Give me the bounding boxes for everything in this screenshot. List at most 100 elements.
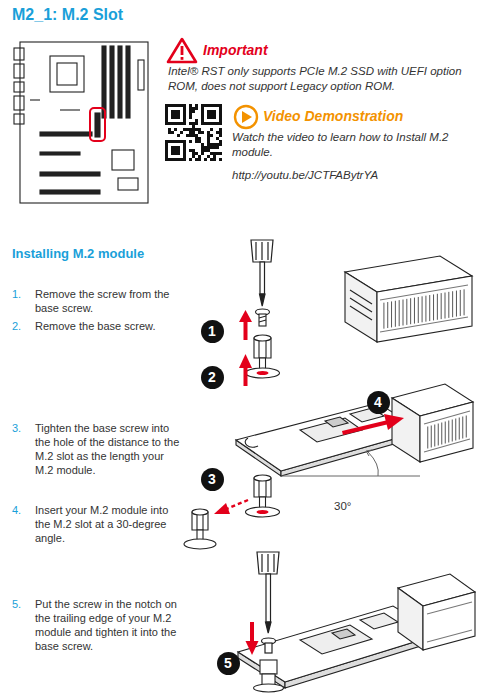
slot-pin <box>425 296 426 322</box>
red-arrow <box>246 622 259 655</box>
qr-module <box>201 122 204 125</box>
slot-pin <box>438 424 439 446</box>
qr-module <box>177 116 180 119</box>
qr-module <box>186 134 189 137</box>
page-title: M2_1: M.2 Slot <box>12 5 312 25</box>
callout-number: 2 <box>201 366 224 389</box>
qr-module <box>189 134 192 137</box>
qr-module <box>198 155 201 158</box>
qr-module <box>207 110 210 113</box>
qr-module <box>183 122 186 125</box>
qr-module <box>213 158 216 161</box>
step-number: 3. <box>12 421 32 435</box>
qr-module <box>219 143 222 146</box>
qr-module <box>180 158 183 161</box>
motherboard-thumbnail <box>14 42 148 203</box>
slot-pins <box>428 416 467 449</box>
qr-module <box>171 116 174 119</box>
qr-module <box>165 104 168 107</box>
qr-module <box>210 122 213 125</box>
qr-module <box>174 146 177 149</box>
qr-module <box>204 104 207 107</box>
callout-number: 3 <box>201 468 224 491</box>
qr-module <box>177 113 180 116</box>
qr-module <box>201 110 204 113</box>
qr-module <box>192 149 195 152</box>
qr-module <box>219 113 222 116</box>
qr-module <box>216 137 219 140</box>
qr-module <box>192 152 195 155</box>
qr-module <box>183 116 186 119</box>
qr-module <box>171 158 174 161</box>
qr-module <box>189 140 192 143</box>
qr-module <box>177 110 180 113</box>
qr-module <box>207 134 210 137</box>
qr-module <box>198 158 201 161</box>
slot-pin <box>464 289 465 315</box>
qr-module <box>213 146 216 149</box>
qr-module <box>207 122 210 125</box>
screwdriver <box>251 240 273 306</box>
qr-module <box>165 155 168 158</box>
qr-module <box>195 152 198 155</box>
base-screw <box>246 335 280 378</box>
qr-module <box>216 122 219 125</box>
qr-module <box>165 122 168 125</box>
qr-module <box>219 152 222 155</box>
base-screw <box>254 660 284 692</box>
slot-pin <box>459 418 460 440</box>
qr-module <box>171 104 174 107</box>
qr-module <box>201 131 204 134</box>
qr-module <box>183 155 186 158</box>
qr-module <box>183 104 186 107</box>
qr-module <box>219 110 222 113</box>
qr-module <box>177 104 180 107</box>
qr-module <box>192 125 195 128</box>
qr-module <box>207 155 210 158</box>
qr-module <box>192 134 195 137</box>
qr-module <box>171 149 174 152</box>
qr-module <box>213 110 216 113</box>
qr-module <box>201 143 204 146</box>
slot-pin <box>466 416 467 438</box>
step-text: Remove the screw from the base screw. <box>35 287 180 315</box>
qr-module <box>201 149 204 152</box>
m2-slot <box>345 256 472 342</box>
qr-module <box>213 116 216 119</box>
callout-text: 1 <box>208 323 216 339</box>
qr-module <box>183 143 186 146</box>
qr-module <box>216 152 219 155</box>
qr-module <box>165 113 168 116</box>
qr-module <box>174 122 177 125</box>
slot-pin <box>433 294 434 320</box>
qr-module <box>183 158 186 161</box>
slot-pin <box>427 427 428 449</box>
qr-module <box>204 158 207 161</box>
slot-pin <box>452 420 453 442</box>
qr-module <box>195 158 198 161</box>
qr-module <box>219 122 222 125</box>
qr-module <box>195 107 198 110</box>
qr-module <box>183 113 186 116</box>
qr-module <box>201 152 204 155</box>
step-number: 4. <box>12 503 32 517</box>
qr-module <box>219 158 222 161</box>
qr-module <box>177 122 180 125</box>
slot-pin <box>448 421 449 443</box>
qr-module <box>195 128 198 131</box>
qr-module <box>192 110 195 113</box>
qr-module <box>192 128 195 131</box>
slot-pin <box>422 296 423 322</box>
qr-module <box>177 149 180 152</box>
qr-module <box>219 128 222 131</box>
slot-pin <box>455 419 456 441</box>
qr-module <box>207 146 210 149</box>
callout-number: 4 <box>367 391 390 414</box>
qr-module <box>189 158 192 161</box>
section-heading: Installing M.2 module <box>12 246 262 263</box>
qr-module <box>210 158 213 161</box>
qr-module <box>210 128 213 131</box>
slot-pin <box>387 302 388 328</box>
qr-module <box>219 107 222 110</box>
